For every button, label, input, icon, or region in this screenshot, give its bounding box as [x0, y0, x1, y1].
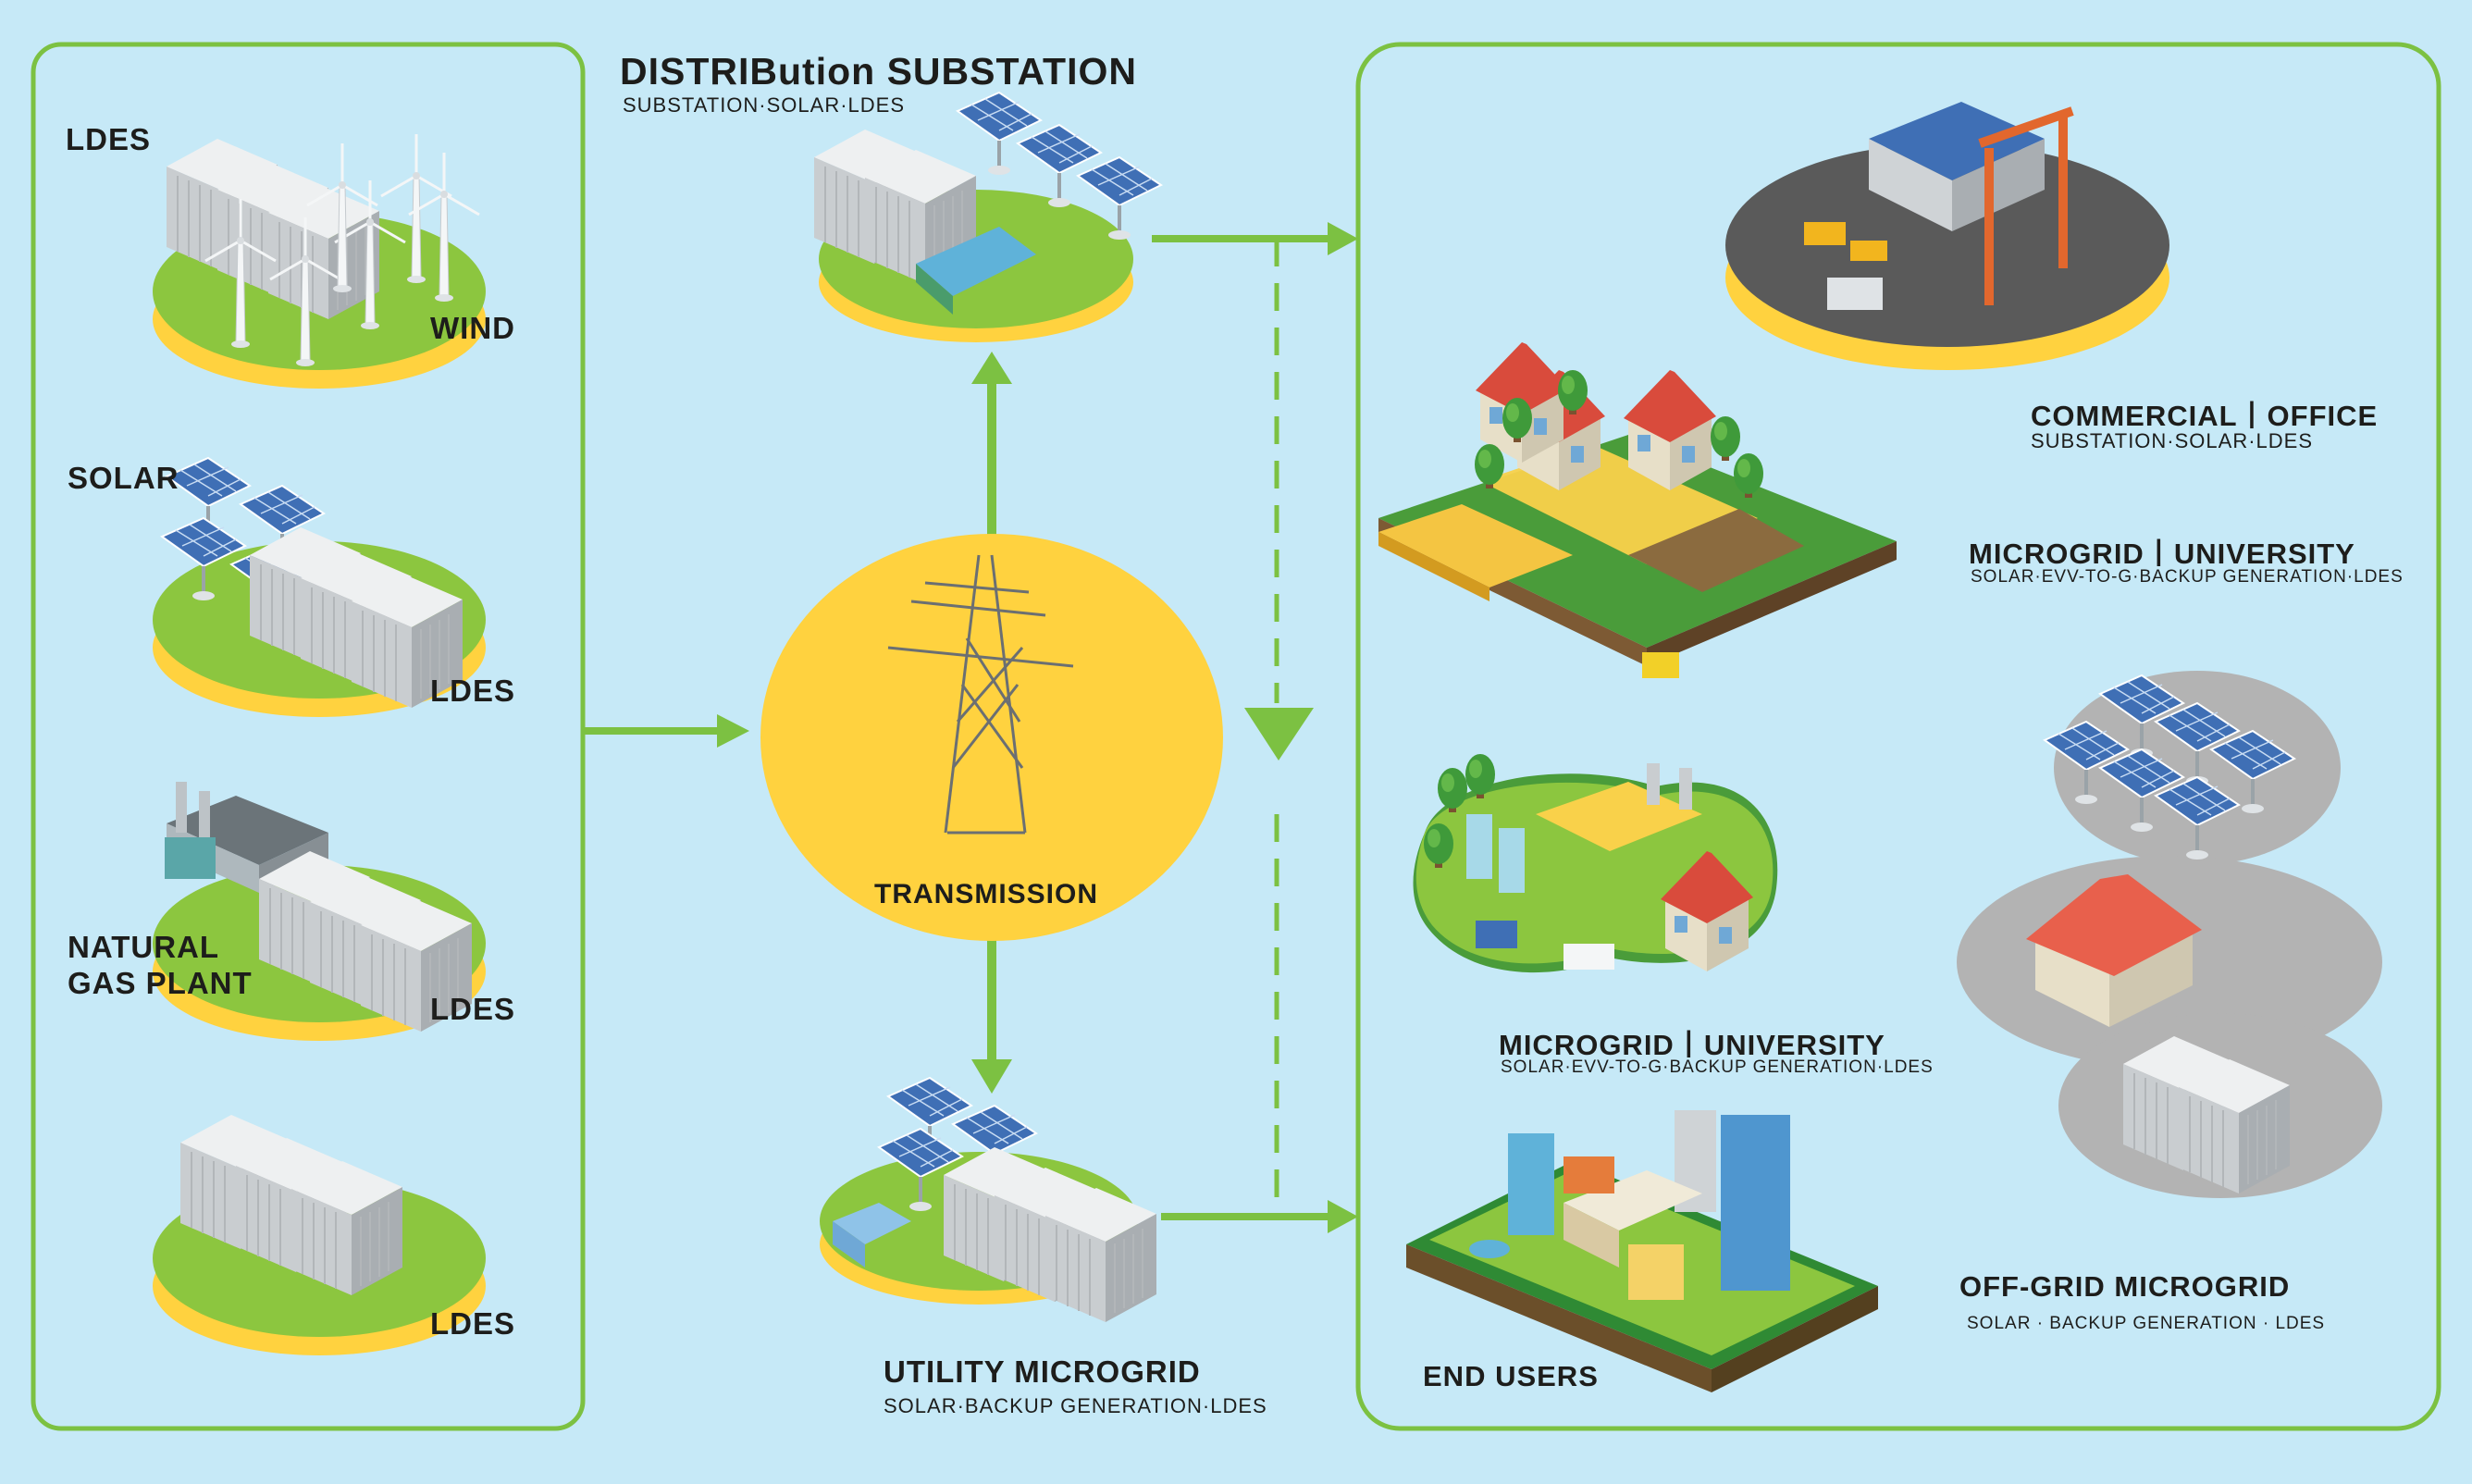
distribution-substation-subtitle: SUBSTATION·SOLAR·LDES [623, 93, 906, 117]
off-grid-microgrid-subtitle: SOLAR · BACKUP GENERATION · LDES [1967, 1314, 2326, 1333]
solar-label: SOLAR [68, 461, 179, 495]
natural-gas-label-line2: GAS PLANT [68, 966, 253, 1000]
microgrid-university-subtitle: SOLAR·EVV-TO-G·BACKUP GENERATION·LDES [1501, 1057, 1934, 1077]
microgrid-university-title: MICROGRID丨UNIVERSITY [1969, 538, 2355, 570]
wind-label: WIND [430, 311, 515, 345]
ldes-label: LDES [430, 992, 516, 1026]
microgrid-university-subtitle: SOLAR·EVV-TO-G·BACKUP GENERATION·LDES [1971, 567, 2404, 587]
ldes-label: LDES [66, 122, 152, 156]
end-users-title: END USERS [1423, 1360, 1599, 1392]
transmission-label: TRANSMISSION [874, 879, 1099, 909]
microgrid-university-title: MICROGRID丨UNIVERSITY [1499, 1029, 1885, 1061]
utility-microgrid-title: UTILITY MICROGRID [884, 1354, 1201, 1389]
distribution-substation-title: DISTRIBution SUBSTATION [620, 50, 1137, 93]
utility-microgrid-subtitle: SOLAR·BACKUP GENERATION·LDES [884, 1394, 1267, 1417]
natural-gas-label-line1: NATURAL [68, 930, 220, 964]
commercial-office-title: COMMERCIAL丨OFFICE [2031, 400, 2379, 432]
off-grid-microgrid-title: OFF-GRID MICROGRID [1959, 1270, 2291, 1303]
ldes-label: LDES [430, 1306, 516, 1341]
ldes-label: LDES [430, 674, 516, 708]
commercial-office-subtitle: SUBSTATION·SOLAR·LDES [2031, 429, 2314, 452]
